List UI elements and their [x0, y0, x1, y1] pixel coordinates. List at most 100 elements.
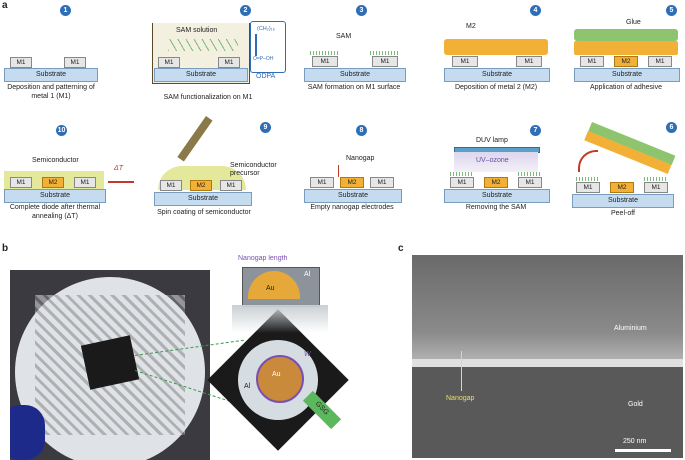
step-number: 4: [530, 5, 541, 16]
metal-2-layer: [574, 41, 678, 55]
metal-2: M2: [614, 56, 638, 67]
step-number: 9: [260, 122, 271, 133]
substrate: Substrate: [4, 189, 106, 203]
al-label: Al: [244, 383, 251, 390]
metal-1: M1: [516, 56, 542, 67]
metal-1: M1: [580, 56, 604, 67]
substrate: Substrate: [154, 192, 252, 206]
panel-label-b: b: [2, 243, 9, 254]
substrate: Substrate: [444, 189, 550, 203]
step-number: 1: [60, 5, 71, 16]
chain-line: [255, 34, 257, 56]
metal-1: M1: [74, 177, 96, 188]
panel-label-c: c: [398, 243, 404, 254]
glue-label: Glue: [626, 19, 641, 26]
precursor-label: Semiconductor precursor: [230, 162, 277, 177]
metal-1: M1: [220, 180, 242, 191]
metal-1: M1: [312, 56, 338, 67]
metal-1: M1: [576, 182, 600, 193]
zoom-cone: [232, 305, 328, 333]
gold-label: Gold: [628, 401, 643, 408]
ch2-label: (CH₂)₁₆: [257, 26, 275, 32]
odpa-structure: (CH₂)₁₆ O=P–OH: [250, 21, 286, 73]
step-10: 10 Semiconductor M1 M2 M1 Substrate Comp…: [2, 125, 137, 220]
step-4: 4 M2 M1 M1 Substrate Deposition of metal…: [440, 5, 560, 97]
panel-c-sem-image: Aluminium Gold Nanogap 250 nm: [412, 255, 683, 458]
step-number: 8: [356, 125, 367, 136]
metal-1: M1: [370, 177, 394, 188]
metal-1: M1: [10, 57, 32, 68]
step-9: 9 Semiconductor precursor M1 M2 M1 Subst…: [148, 110, 278, 220]
step-caption: Empty nanogap electrodes: [310, 204, 394, 211]
nanogap-label: Nanogap: [346, 155, 375, 162]
step-number: 3: [356, 5, 367, 16]
sam-layer: [518, 172, 540, 176]
metal-2: M2: [340, 177, 364, 188]
width-label: W: [304, 351, 311, 358]
step-2: 2 SAM solution M1 M1 Substrate (CH₂)₁₆ O…: [148, 5, 288, 101]
metal-1: M1: [158, 57, 180, 68]
metal-1: M1: [64, 57, 86, 68]
metal-2: M2: [190, 180, 212, 191]
scale-bar: [615, 449, 671, 452]
substrate: Substrate: [572, 194, 674, 208]
metal-1: M1: [218, 57, 240, 68]
nanogap-length-label: Nanogap length: [238, 255, 288, 262]
metal-1: M1: [644, 182, 668, 193]
step-caption: Deposition of metal 2 (M2): [454, 84, 538, 91]
step-7: 7 DUV lamp UV–ozone M1 M2 M1 Substrate R…: [440, 125, 560, 215]
au-label: Au: [272, 371, 281, 378]
step-caption: Peel-off: [611, 210, 635, 217]
au-electrode: [256, 355, 304, 403]
gap-marker: [338, 165, 339, 177]
delta-t-label: ΔT: [114, 165, 123, 172]
metal-2: M2: [42, 177, 64, 188]
substrate: Substrate: [4, 68, 98, 82]
substrate: Substrate: [304, 68, 406, 82]
metal-1: M1: [648, 56, 672, 67]
glue-layer: [574, 29, 678, 41]
step-number: 6: [666, 122, 677, 133]
nanogap-label: Nanogap: [446, 395, 475, 402]
gold-region: [412, 367, 683, 458]
glove: [10, 405, 45, 460]
step-caption: Complete diode after thermal annealing (…: [9, 204, 101, 220]
step-6: 6 M1 M2 M1 Substrate Peel-off: [570, 110, 683, 220]
step-5: 5 Glue M1 M2 M1 Substrate Application of…: [570, 5, 683, 97]
uv-ozone-label: UV–ozone: [476, 157, 509, 164]
step-number: 10: [56, 125, 67, 136]
sam-layer: [450, 172, 472, 176]
step-caption: Application of adhesive: [590, 84, 662, 91]
metal-1: M1: [160, 180, 182, 191]
sam-molecules: [168, 39, 238, 51]
sam-layer: [644, 177, 666, 181]
sam-layer: [370, 51, 398, 55]
metal-1: M1: [372, 56, 398, 67]
metal-1: M1: [310, 177, 334, 188]
step-3: 3 SAM M1 M1 Substrate SAM formation on M…: [300, 5, 420, 97]
scale-bar-label: 250 nm: [623, 438, 647, 445]
metal-1: M1: [450, 177, 474, 188]
bright-edge: [412, 359, 683, 367]
aluminium-label: Aluminium: [614, 325, 647, 332]
metal-2: M2: [484, 177, 508, 188]
metal-1: M1: [10, 177, 32, 188]
step-caption: Removing the SAM: [465, 204, 527, 211]
step-number: 2: [240, 5, 251, 16]
metal-1: M1: [452, 56, 478, 67]
al-inset-label: Al: [304, 271, 311, 278]
peel-arrow: [578, 150, 598, 172]
phosphonic-group: O=P–OH: [253, 56, 274, 62]
sam-layer: [310, 51, 338, 55]
sam-solution-label: SAM solution: [176, 27, 218, 34]
aluminium-region: [412, 255, 683, 365]
step-caption: Spin coating of semiconductor: [157, 209, 251, 216]
step-number: 7: [530, 125, 541, 136]
substrate: Substrate: [574, 68, 680, 82]
semiconductor-label: Semiconductor: [32, 157, 79, 164]
substrate: Substrate: [444, 68, 550, 82]
annealing-arrow: [108, 181, 134, 183]
panel-b: Au Al W GSG Nanogap length Au Al: [10, 255, 380, 460]
step-1: 1 M1 M1 Substrate Deposition and pattern…: [2, 5, 132, 100]
step-caption: SAM functionalization on M1: [163, 94, 253, 101]
